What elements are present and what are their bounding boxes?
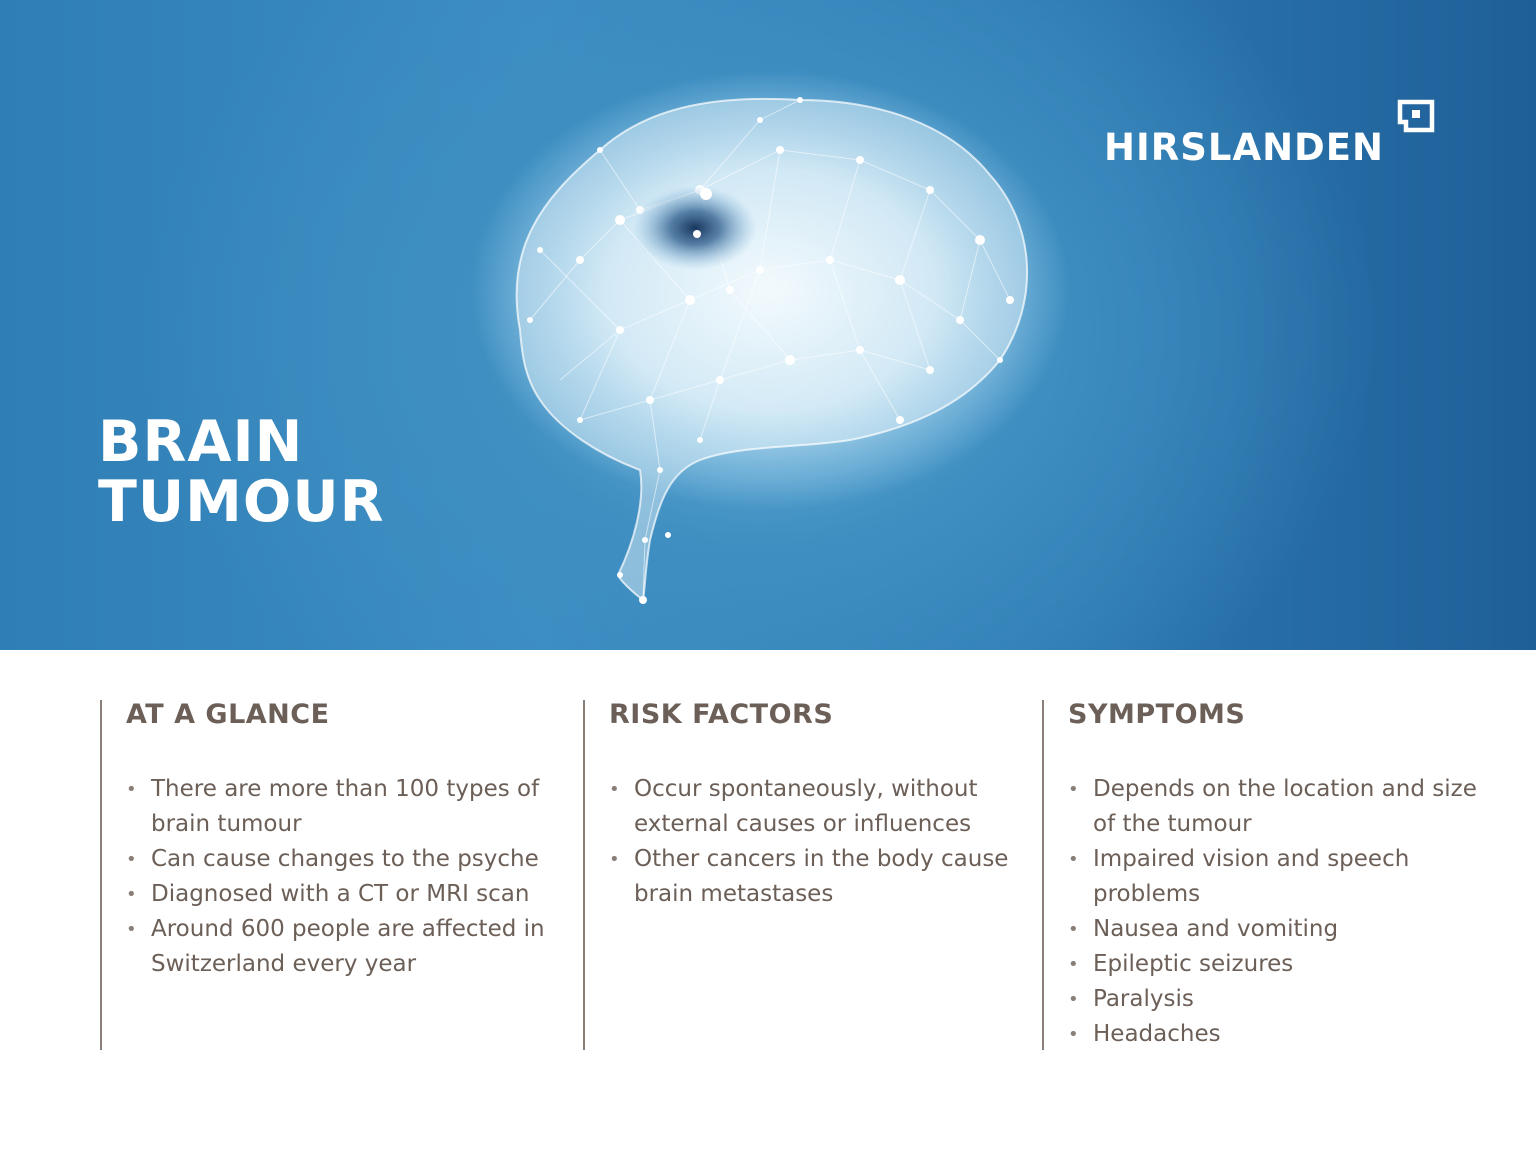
list-item: Headaches [1068, 1017, 1502, 1052]
logo-text: HIRSLANDEN [1104, 126, 1385, 169]
list-item: There are more than 100 types of brain t… [126, 772, 570, 842]
bullet-list: Occur spontaneously, without external ca… [609, 772, 1033, 912]
section-heading: RISK FACTORS [609, 699, 834, 730]
list-item: Nausea and vomiting [1068, 912, 1502, 947]
section-risk-factors: RISK FACTORS Occur spontaneously, withou… [583, 700, 1033, 1050]
list-item: Depends on the location and size of the … [1068, 772, 1502, 842]
bullet-list: There are more than 100 types of brain t… [126, 772, 570, 982]
list-item: Can cause changes to the psyche [126, 842, 570, 877]
title-line-2: TUMOUR [98, 469, 385, 535]
info-columns: AT A GLANCE There are more than 100 type… [0, 650, 1536, 1152]
list-item: Occur spontaneously, without external ca… [609, 772, 1033, 842]
section-heading: SYMPTOMS [1068, 699, 1246, 730]
hirslanden-mark-icon [1397, 99, 1435, 133]
hero-banner: BRAIN TUMOUR HIRSLANDEN [0, 0, 1536, 650]
section-at-a-glance: AT A GLANCE There are more than 100 type… [100, 700, 570, 1050]
title-line-1: BRAIN [98, 409, 304, 475]
list-item: Epileptic seizures [1068, 947, 1502, 982]
page-title: BRAIN TUMOUR [98, 412, 385, 532]
brain-network-illustration [470, 70, 1070, 510]
section-symptoms: SYMPTOMS Depends on the location and siz… [1042, 699, 1502, 1052]
list-item: Diagnosed with a CT or MRI scan [126, 877, 570, 912]
list-item: Other cancers in the body cause brain me… [609, 842, 1033, 912]
section-heading: AT A GLANCE [126, 699, 330, 730]
list-item: Around 600 people are affected in Switze… [126, 912, 570, 982]
list-item: Paralysis [1068, 982, 1502, 1017]
bullet-list: Depends on the location and size of the … [1068, 772, 1502, 1052]
brand-logo: HIRSLANDEN [1104, 98, 1444, 168]
list-item: Impaired vision and speech problems [1068, 842, 1502, 912]
